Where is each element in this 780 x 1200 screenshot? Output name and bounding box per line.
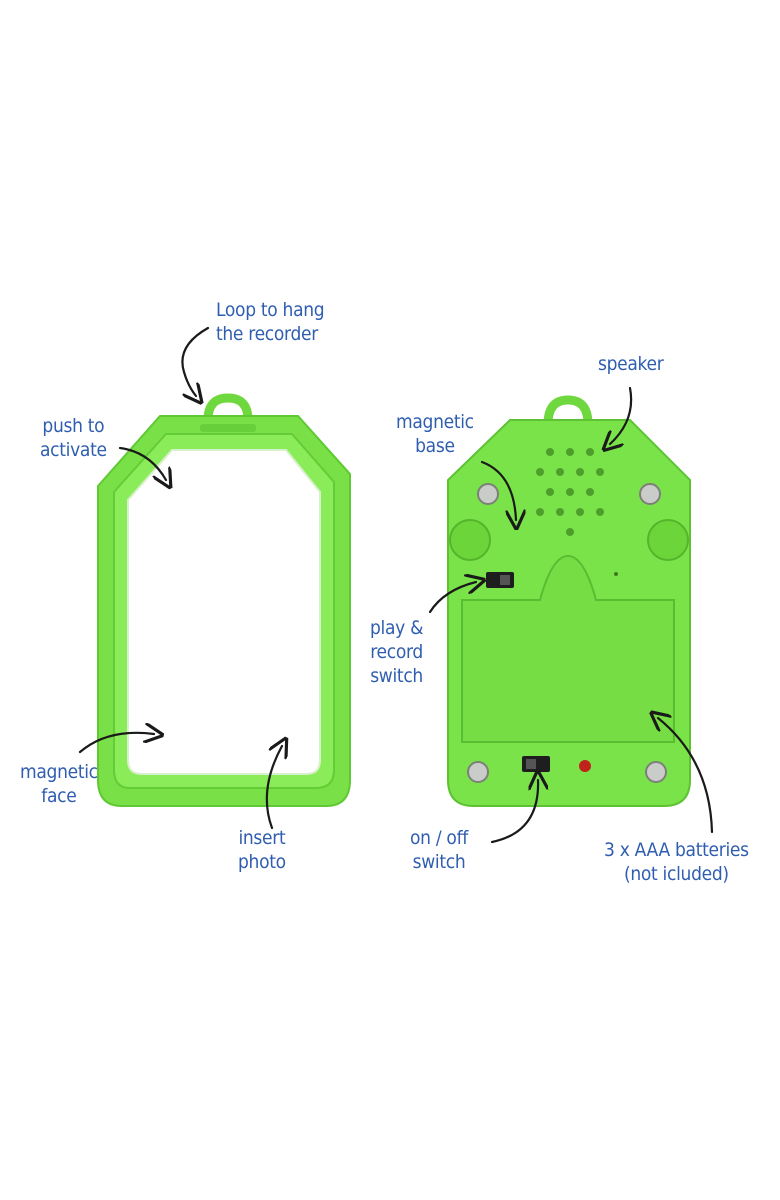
- speaker-grille: [536, 448, 604, 536]
- arrow-play-record: [428, 582, 476, 614]
- label-magnetic-face: magnetic face: [20, 761, 98, 807]
- arrow-insert-photo: [265, 746, 282, 830]
- arrow-magnetic-face: [78, 733, 154, 754]
- back-hanging-loop: [543, 395, 593, 425]
- annotation-arrows: [78, 326, 714, 844]
- photo-window: [127, 449, 321, 775]
- arrow-magnetic-base: [480, 460, 516, 520]
- label-insert-photo: insert photo: [238, 827, 286, 873]
- magnet-left: [449, 519, 491, 561]
- magnet-right: [647, 519, 689, 561]
- arrow-loop: [181, 326, 210, 396]
- label-on-off-switch: on / off switch: [410, 827, 468, 873]
- arrow-on-off: [490, 780, 538, 844]
- label-push-to-activate: push to activate: [40, 415, 107, 461]
- label-speaker: speaker: [598, 353, 664, 375]
- label-magnetic-base: magnetic base: [396, 411, 474, 457]
- front-device: [97, 393, 351, 807]
- label-play-record-switch: play & record switch: [370, 617, 424, 687]
- hanging-loop: [203, 393, 253, 421]
- arrow-batteries: [658, 718, 714, 834]
- arrow-speaker: [610, 386, 633, 444]
- back-device: [447, 395, 691, 807]
- battery-cover: [461, 554, 675, 743]
- label-loop: Loop to hang the recorder: [216, 299, 325, 345]
- label-batteries: 3 x AAA batteries (not icluded): [604, 839, 749, 885]
- arrow-push: [118, 446, 166, 480]
- led-indicator: [579, 760, 591, 772]
